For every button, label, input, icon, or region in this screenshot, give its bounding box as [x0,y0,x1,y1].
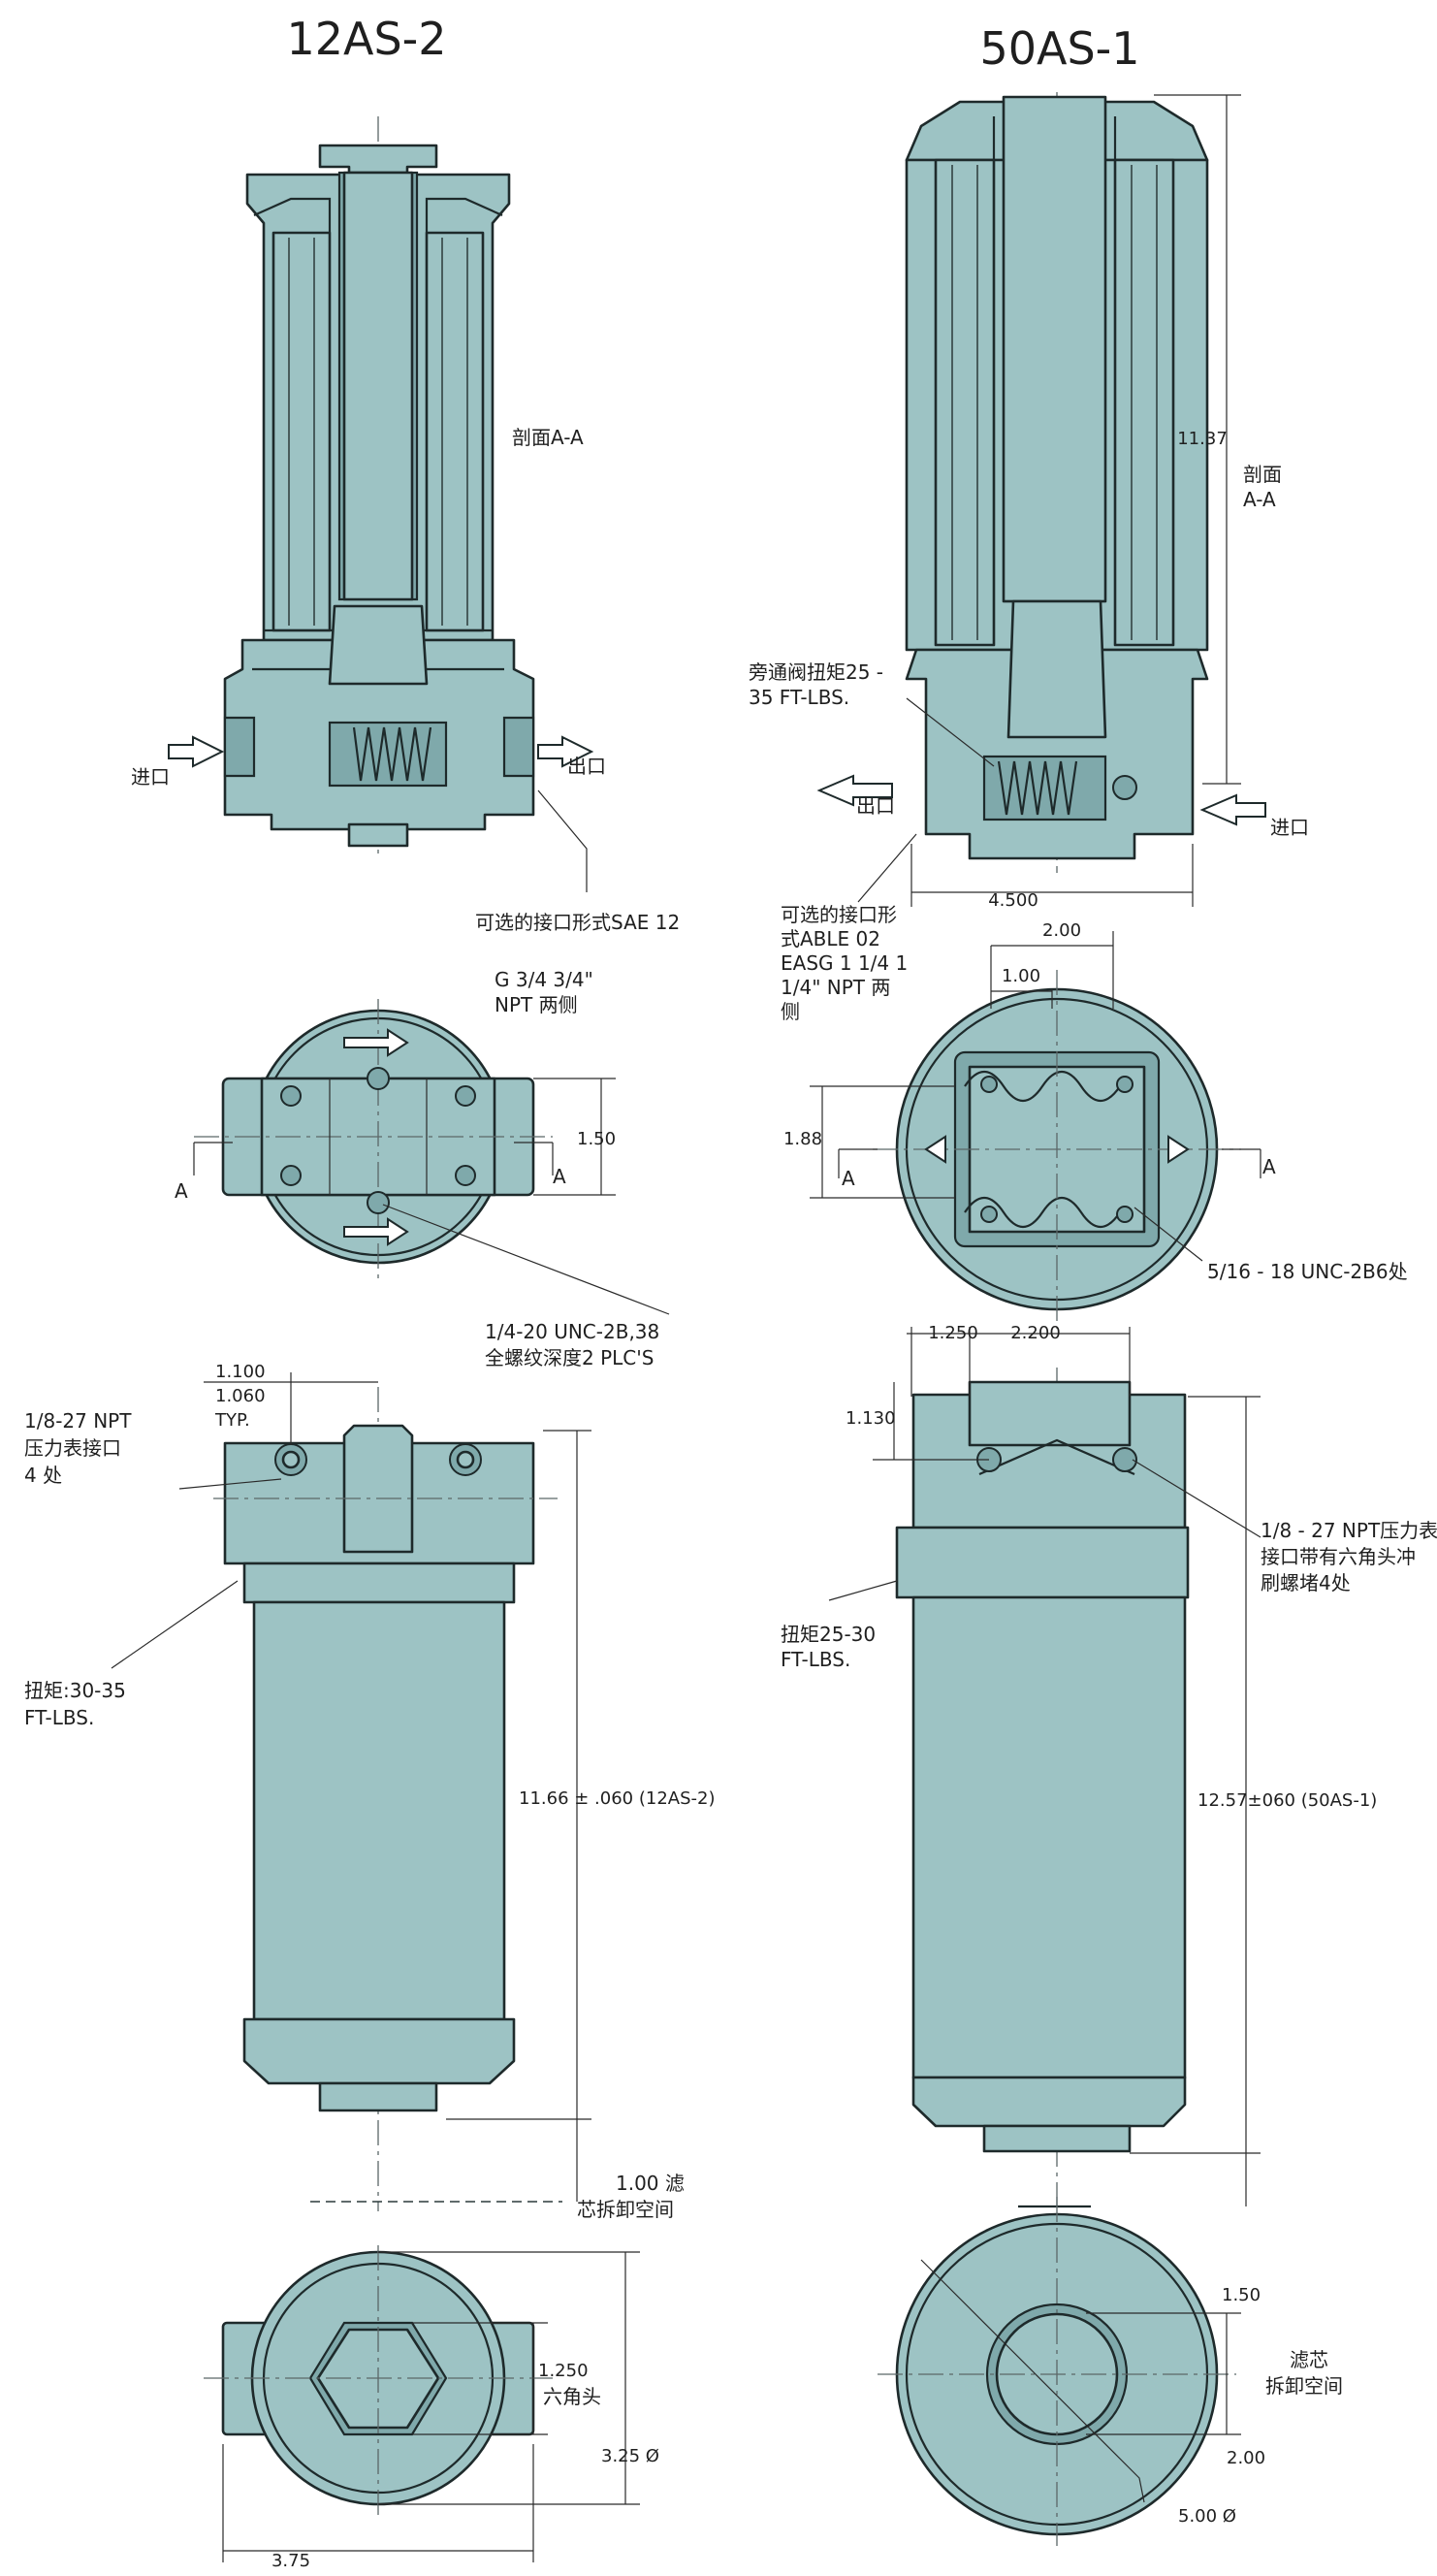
label-section-a-right-1: A [842,1167,855,1190]
label-port-option-right-3: EASG 1 1/4 1 [781,951,908,975]
dim-1-50-left: 1.50 [577,1129,616,1149]
label-torque-left-2: FT-LBS. [24,1706,94,1729]
label-port-option-right-5: 侧 [781,1000,800,1023]
dim-1-060: 1.060 [215,1386,266,1406]
dim-11-66: 11.66 ± .060 (12AS-2) [519,1788,716,1809]
dim-4-500: 4.500 [988,890,1038,911]
label-port-option-right-1: 可选的接口形 [781,903,897,926]
label-removal-left-2: 芯拆卸空间 [577,2198,674,2221]
label-section-aa-right-1: 剖面 [1243,463,1282,486]
label-typ: TYP. [214,1410,250,1431]
right-top-view [810,931,1261,1329]
label-outlet-right: 出口 [856,794,895,818]
label-torque-left-1: 扭矩:30-35 [24,1679,126,1702]
dim-1-00-top: 1.00 [1002,966,1040,986]
label-inlet-right: 进口 [1270,816,1309,839]
right-section-view [816,92,1266,907]
dim-1-50-bottom: 1.50 [1222,2285,1261,2305]
label-bypass-torque-1: 旁通阀扭矩25 - [749,660,883,684]
label-section-a-right-2: A [1262,1155,1276,1178]
title-50as-1: 50AS-1 [979,22,1139,75]
label-section-a-left-1: A [175,1179,188,1203]
label-section-a-left-2: A [553,1165,566,1188]
label-hex-left: 六角头 [543,2385,601,2408]
label-section-aa-right-2: A-A [1243,488,1276,511]
left-top-view [193,999,670,1315]
label-inlet-left: 进口 [131,765,170,789]
label-thread-left-2: 全螺纹深度2 PLC'S [485,1346,654,1369]
label-removal-right-1: 滤芯 [1290,2348,1328,2371]
left-side-elevation [111,1372,591,2211]
label-gauge-left-2: 压力表接口 [24,1436,121,1460]
label-bypass-torque-2: 35 FT-LBS. [749,686,849,709]
dim-1-250-r: 1.250 [928,1323,978,1343]
label-gauge-right-3: 刷螺堵4处 [1261,1571,1351,1594]
label-port-option-left-3: NPT 两侧 [495,993,578,1016]
right-bottom-view [878,2197,1241,2546]
dim-11-37: 11.37 [1177,429,1228,449]
label-port-option-right-2: 式ABLE 02 [781,927,880,950]
label-removal-right-2: 拆卸空间 [1265,2374,1343,2398]
label-torque-right-1: 扭矩25-30 [781,1623,876,1646]
label-gauge-left-3: 4 处 [24,1464,62,1487]
label-thread-left-1: 1/4-20 UNC-2B,38 [485,1320,659,1343]
dim-1-130: 1.130 [846,1408,896,1429]
label-section-aa-left: 剖面A-A [512,426,584,449]
label-port-option-left: 可选的接口形式SAE 12 [475,911,680,934]
label-thread-right: 5/16 - 18 UNC-2B6处 [1207,1260,1408,1283]
label-gauge-left-1: 1/8-27 NPT [24,1409,132,1433]
left-bottom-view [204,2245,640,2562]
dim-1-250-hex: 1.250 [538,2361,589,2381]
dim-3-75: 3.75 [271,2551,310,2571]
left-section-view [168,116,594,892]
dim-12-57: 12.57±060 (50AS-1) [1198,1790,1377,1811]
dim-1-100: 1.100 [215,1362,266,1382]
dim-3-25: 3.25 Ø [601,2446,659,2466]
label-gauge-right-2: 接口带有六角头冲 [1261,1545,1416,1568]
right-side-elevation [828,1327,1261,2221]
label-removal-left-1: 1.00 滤 [616,2172,685,2195]
title-12as-2: 12AS-2 [286,13,446,65]
dim-2-00-top: 2.00 [1042,920,1081,941]
label-gauge-right-1: 1/8 - 27 NPT压力表 [1261,1519,1437,1542]
label-outlet-left: 出口 [567,755,606,778]
dim-2-00-bottom: 2.00 [1227,2448,1265,2468]
label-torque-right-2: FT-LBS. [781,1648,850,1671]
dim-2-200: 2.200 [1010,1323,1061,1343]
label-port-option-left-2: G 3/4 3/4" [495,968,593,991]
dim-5-00: 5.00 Ø [1178,2506,1236,2527]
dim-1-88: 1.88 [783,1129,822,1149]
label-port-option-right-4: 1/4" NPT 两 [781,976,890,999]
